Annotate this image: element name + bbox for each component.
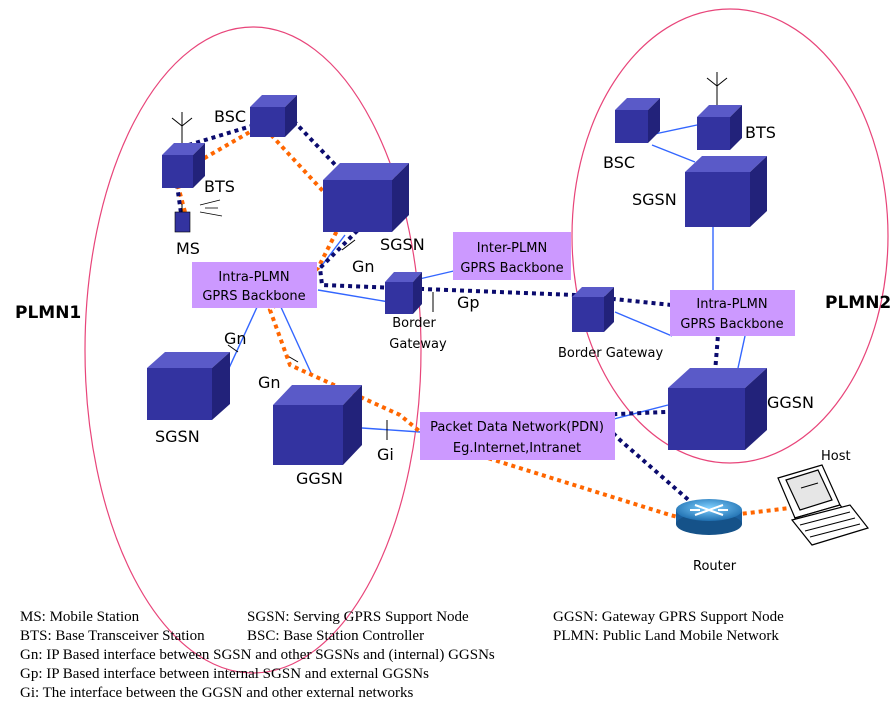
host-label: Host (821, 449, 851, 464)
ms-device (174, 199, 223, 233)
border-gateway1-node (385, 272, 422, 314)
plmn1-region (84, 26, 422, 674)
border-gw1-line2: Gateway (389, 337, 447, 352)
sgsn1-label: SGSN (380, 235, 425, 254)
ggsn1-label: GGSN (296, 469, 343, 488)
sgsn1b-node (147, 352, 230, 420)
gn-top-label: Gn (352, 257, 375, 276)
ggsn1-node (273, 385, 362, 465)
legend-row: Gn: IP Based interface between SGSN and … (20, 646, 890, 665)
sgsn1b-label: SGSN (155, 427, 200, 446)
host-computer-icon (777, 464, 870, 546)
border-gw2-label: Border Gateway (558, 346, 663, 361)
intra1-line2: GPRS Backbone (202, 289, 305, 304)
bsc2-node (615, 98, 660, 143)
inter-plmn-backbone-box (453, 232, 571, 280)
legend-row: Gi: The interface between the GGSN and o… (20, 684, 890, 703)
border-gw1-line1: Border (392, 316, 436, 331)
legend-sgsn: SGSN: Serving GPRS Support Node (247, 609, 469, 625)
legend-bsc: BSC: Base Station Controller (247, 628, 425, 644)
legend: MS: Mobile Station SGSN: Serving GPRS Su… (20, 608, 890, 703)
legend-gn: Gn: IP Based interface between SGSN and … (20, 647, 495, 663)
sgsn2-node (685, 156, 767, 227)
legend-gi: Gi: The interface between the GGSN and o… (20, 685, 414, 701)
router-label: Router (693, 559, 737, 574)
legend-bts: BTS: Base Transceiver Station (20, 628, 205, 644)
router-icon (676, 499, 742, 535)
legend-plmn: PLMN: Public Land Mobile Network (553, 628, 779, 644)
intra-plmn1-backbone-box (192, 262, 317, 308)
pdn-line1: Packet Data Network(PDN) (430, 420, 604, 435)
legend-ggsn: GGSN: Gateway GPRS Support Node (553, 609, 784, 625)
plmn2-label: PLMN2 (825, 293, 891, 313)
ggsn2-node (668, 368, 767, 450)
inter-line1: Inter-PLMN (477, 241, 547, 256)
intra1-line1: Intra-PLMN (218, 270, 289, 285)
bsc1-node (250, 95, 297, 137)
sgsn2-label: SGSN (632, 190, 677, 209)
border-gateway2-node (572, 287, 614, 332)
gp-label: Gp (457, 293, 480, 312)
orange-data-path (172, 122, 791, 523)
bts1-label: BTS (204, 177, 235, 196)
bts2-node (697, 72, 742, 150)
bsc1-label: BSC (214, 107, 246, 126)
plmn1-label: PLMN1 (15, 303, 81, 323)
inter-line2: GPRS Backbone (460, 261, 563, 276)
legend-row: Gp: IP Based interface between internal … (20, 665, 890, 684)
ms-label: MS (176, 239, 200, 258)
sgsn1-node (323, 163, 409, 232)
intra2-line2: GPRS Backbone (680, 317, 783, 332)
gn-left-label: Gn (224, 329, 247, 348)
intra2-line1: Intra-PLMN (696, 297, 767, 312)
pdn-line2: Eg.Internet,Intranet (453, 441, 581, 456)
ggsn2-label: GGSN (767, 393, 814, 412)
legend-gp: Gp: IP Based interface between internal … (20, 666, 429, 682)
pdn-box (420, 412, 615, 460)
bts2-label: BTS (745, 123, 776, 142)
bsc2-label: BSC (603, 153, 635, 172)
plmn2-region (571, 8, 889, 464)
legend-row: MS: Mobile Station SGSN: Serving GPRS Su… (20, 608, 890, 627)
legend-ms: MS: Mobile Station (20, 609, 140, 625)
gi-label: Gi (377, 445, 394, 464)
bts1-node (162, 112, 205, 188)
gn-bottom-label: Gn (258, 373, 281, 392)
intra-plmn2-backbone-box (670, 290, 795, 336)
legend-row: BTS: Base Transceiver Station BSC: Base … (20, 627, 890, 646)
